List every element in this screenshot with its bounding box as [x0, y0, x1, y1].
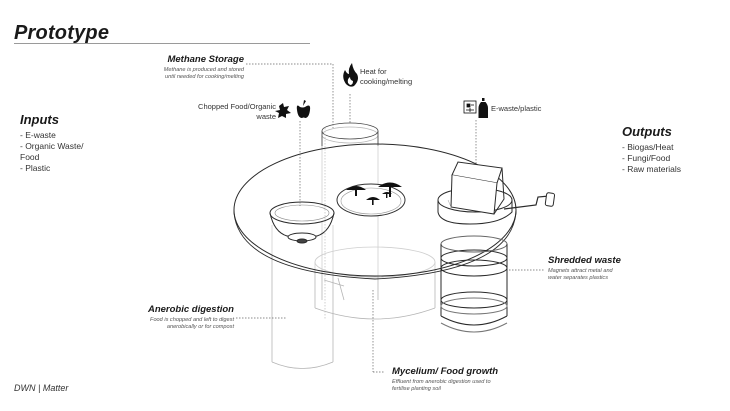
heat-callout: Heat for cooking/melting [360, 67, 412, 86]
list-item: Food [20, 152, 40, 162]
page-title: Prototype [14, 22, 110, 44]
shredded-waste-desc-1: Magnets attract metal and [548, 268, 613, 274]
bottle-icon [478, 98, 488, 118]
inputs-heading: Inputs [20, 112, 59, 127]
footer-credit: DWN | Matter [14, 383, 69, 393]
outputs-heading: Outputs [622, 124, 672, 139]
shredder-box [437, 161, 556, 225]
methane-storage-desc-2: until needed for cooking/melting [165, 74, 244, 80]
shredded-waste-callout: Shredded waste Magnets attract metal and… [548, 255, 621, 282]
list-item: - Biogas/Heat [622, 142, 674, 152]
inputs-section: Inputs - E-waste - Organic Waste/ Food -… [20, 112, 83, 174]
methane-storage-desc-1: Methane is produced and stored [163, 67, 244, 73]
mycelium-desc-1: Effluent from anerobic digestion used to [392, 379, 491, 385]
chopped-food-label-1: Chopped Food/Organic [198, 102, 276, 111]
methane-storage-title: Methane Storage [167, 54, 244, 65]
shredded-waste-cylinders [440, 235, 508, 333]
inputs-list: - E-waste - Organic Waste/ Food - Plasti… [20, 130, 83, 174]
mushroom-growth-opening [336, 182, 406, 217]
flame-icon [343, 63, 358, 87]
mycelium-callout: Mycelium/ Food growth Effluent from aner… [392, 366, 498, 393]
list-item: - Raw materials [622, 164, 682, 174]
leaf-icon [275, 103, 291, 118]
anaerobic-digestion-desc-2: anerobically or for compost [166, 324, 234, 330]
chopped-food-callout: Chopped Food/Organic waste [184, 102, 276, 121]
circuit-board-icon [463, 100, 477, 114]
anaerobic-digestion-desc-1: Food is chopped and left to digest [150, 317, 234, 323]
methane-storage-callout: Methane Storage Methane is produced and … [150, 54, 244, 81]
heat-label-2: cooking/melting [360, 76, 413, 86]
shredded-waste-desc-2: water separates plastics [548, 275, 609, 281]
list-item: - Fungi/Food [622, 153, 671, 163]
shredded-waste-title: Shredded waste [548, 255, 621, 266]
methane-storage-cylinder [321, 122, 379, 300]
list-item: - E-waste [20, 130, 56, 140]
food-funnel [269, 201, 335, 244]
anaerobic-digestion-callout: Anerobic digestion Food is chopped and l… [124, 304, 234, 331]
mycelium-title: Mycelium/ Food growth [392, 366, 499, 377]
list-item: - Organic Waste/ [20, 141, 84, 151]
central-digester [314, 246, 436, 320]
ewaste-callout: E-waste/plastic [491, 104, 542, 113]
mushroom-icon [346, 182, 402, 205]
anaerobic-digestion-cylinder [271, 225, 345, 369]
outputs-list: - Biogas/Heat - Fungi/Food - Raw materia… [622, 142, 681, 175]
apple-icon [296, 100, 311, 118]
mycelium-desc-2: fertilise planting soil [392, 386, 441, 392]
chopped-food-label-2: waste [256, 111, 276, 121]
outputs-section: Outputs - Biogas/Heat - Fungi/Food - Raw… [622, 124, 681, 175]
heat-label-1: Heat for [360, 67, 387, 76]
list-item: - Plastic [20, 163, 51, 173]
anaerobic-digestion-title: Anerobic digestion [147, 304, 234, 315]
title-divider [14, 43, 310, 44]
